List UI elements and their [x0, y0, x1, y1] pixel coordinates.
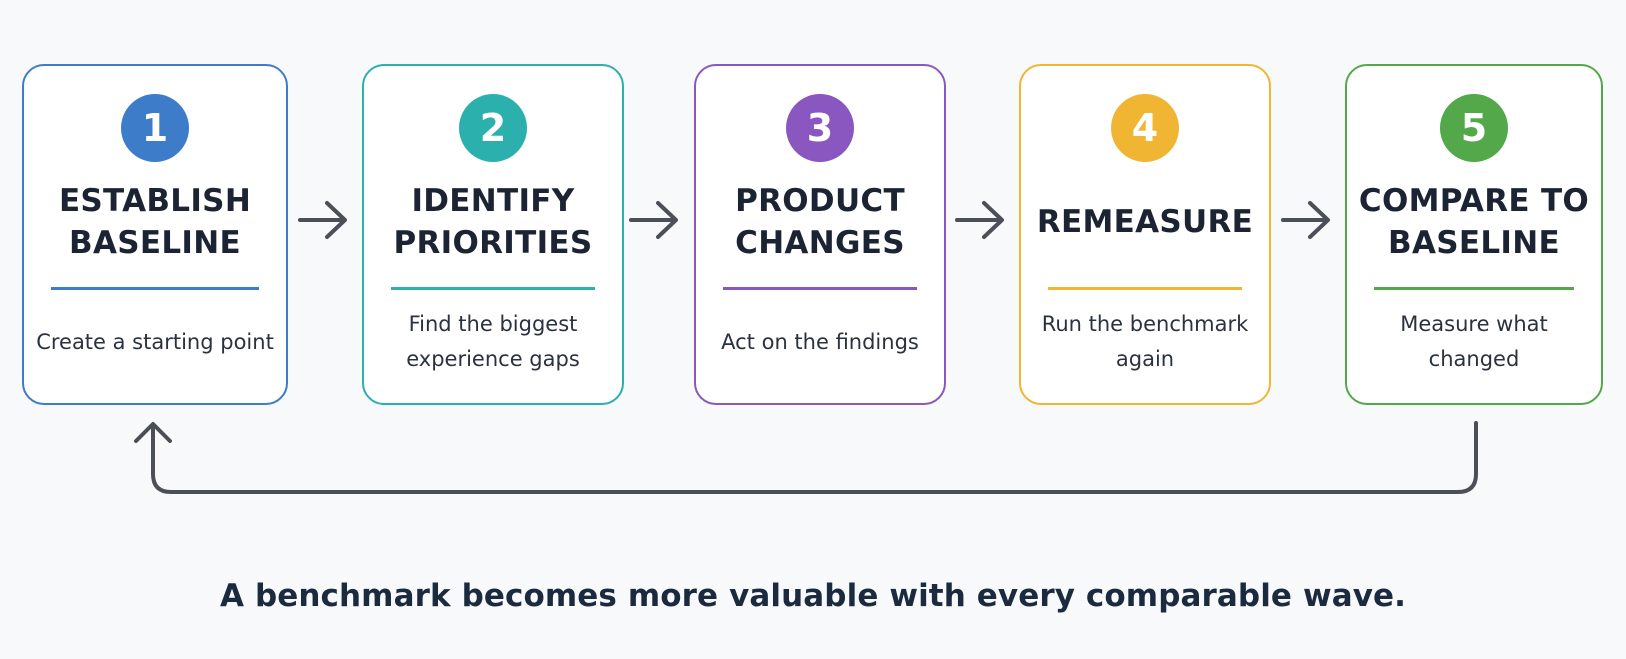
step-title: ESTABLISH BASELINE: [58, 183, 252, 261]
right-arrow-icon: [298, 201, 347, 239]
step-description: Run the benchmark again: [1041, 312, 1249, 371]
right-arrow-icon: [955, 201, 1004, 239]
step-number-badge: 1: [121, 94, 189, 162]
step-card-establish-baseline: 1 ESTABLISH BASELINE Create a starting p…: [22, 64, 288, 405]
step-divider: [1048, 287, 1242, 290]
diagram-caption: A benchmark becomes more valuable with e…: [219, 578, 1407, 614]
right-arrow-icon: [629, 201, 678, 239]
step-title: REMEASURE: [1036, 204, 1254, 240]
step-description: Act on the findings: [721, 329, 919, 354]
step-divider: [723, 287, 917, 290]
step-card-remeasure: 4 REMEASURE Run the benchmark again: [1019, 64, 1271, 405]
step-title: IDENTIFY PRIORITIES: [393, 183, 593, 261]
right-arrow-icon: [1281, 201, 1330, 239]
step-number-badge: 5: [1440, 94, 1508, 162]
step-description: Find the biggest experience gaps: [406, 312, 580, 371]
step-title: PRODUCT CHANGES: [735, 183, 905, 261]
step-card-compare-to-baseline: 5 COMPARE TO BASELINE Measure what chang…: [1345, 64, 1603, 405]
step-divider: [51, 287, 259, 290]
step-number-badge: 2: [459, 94, 527, 162]
step-divider: [391, 287, 595, 290]
step-description: Create a starting point: [36, 329, 274, 354]
return-loop-arrow: [134, 421, 1478, 494]
step-title: COMPARE TO BASELINE: [1358, 183, 1590, 261]
step-card-identify-priorities: 2 IDENTIFY PRIORITIES Find the biggest e…: [362, 64, 624, 405]
step-card-product-changes: 3 PRODUCT CHANGES Act on the findings: [694, 64, 946, 405]
step-number-badge: 4: [1111, 94, 1179, 162]
step-number-badge: 3: [786, 94, 854, 162]
step-description: Measure what changed: [1400, 312, 1548, 371]
step-divider: [1374, 287, 1574, 290]
